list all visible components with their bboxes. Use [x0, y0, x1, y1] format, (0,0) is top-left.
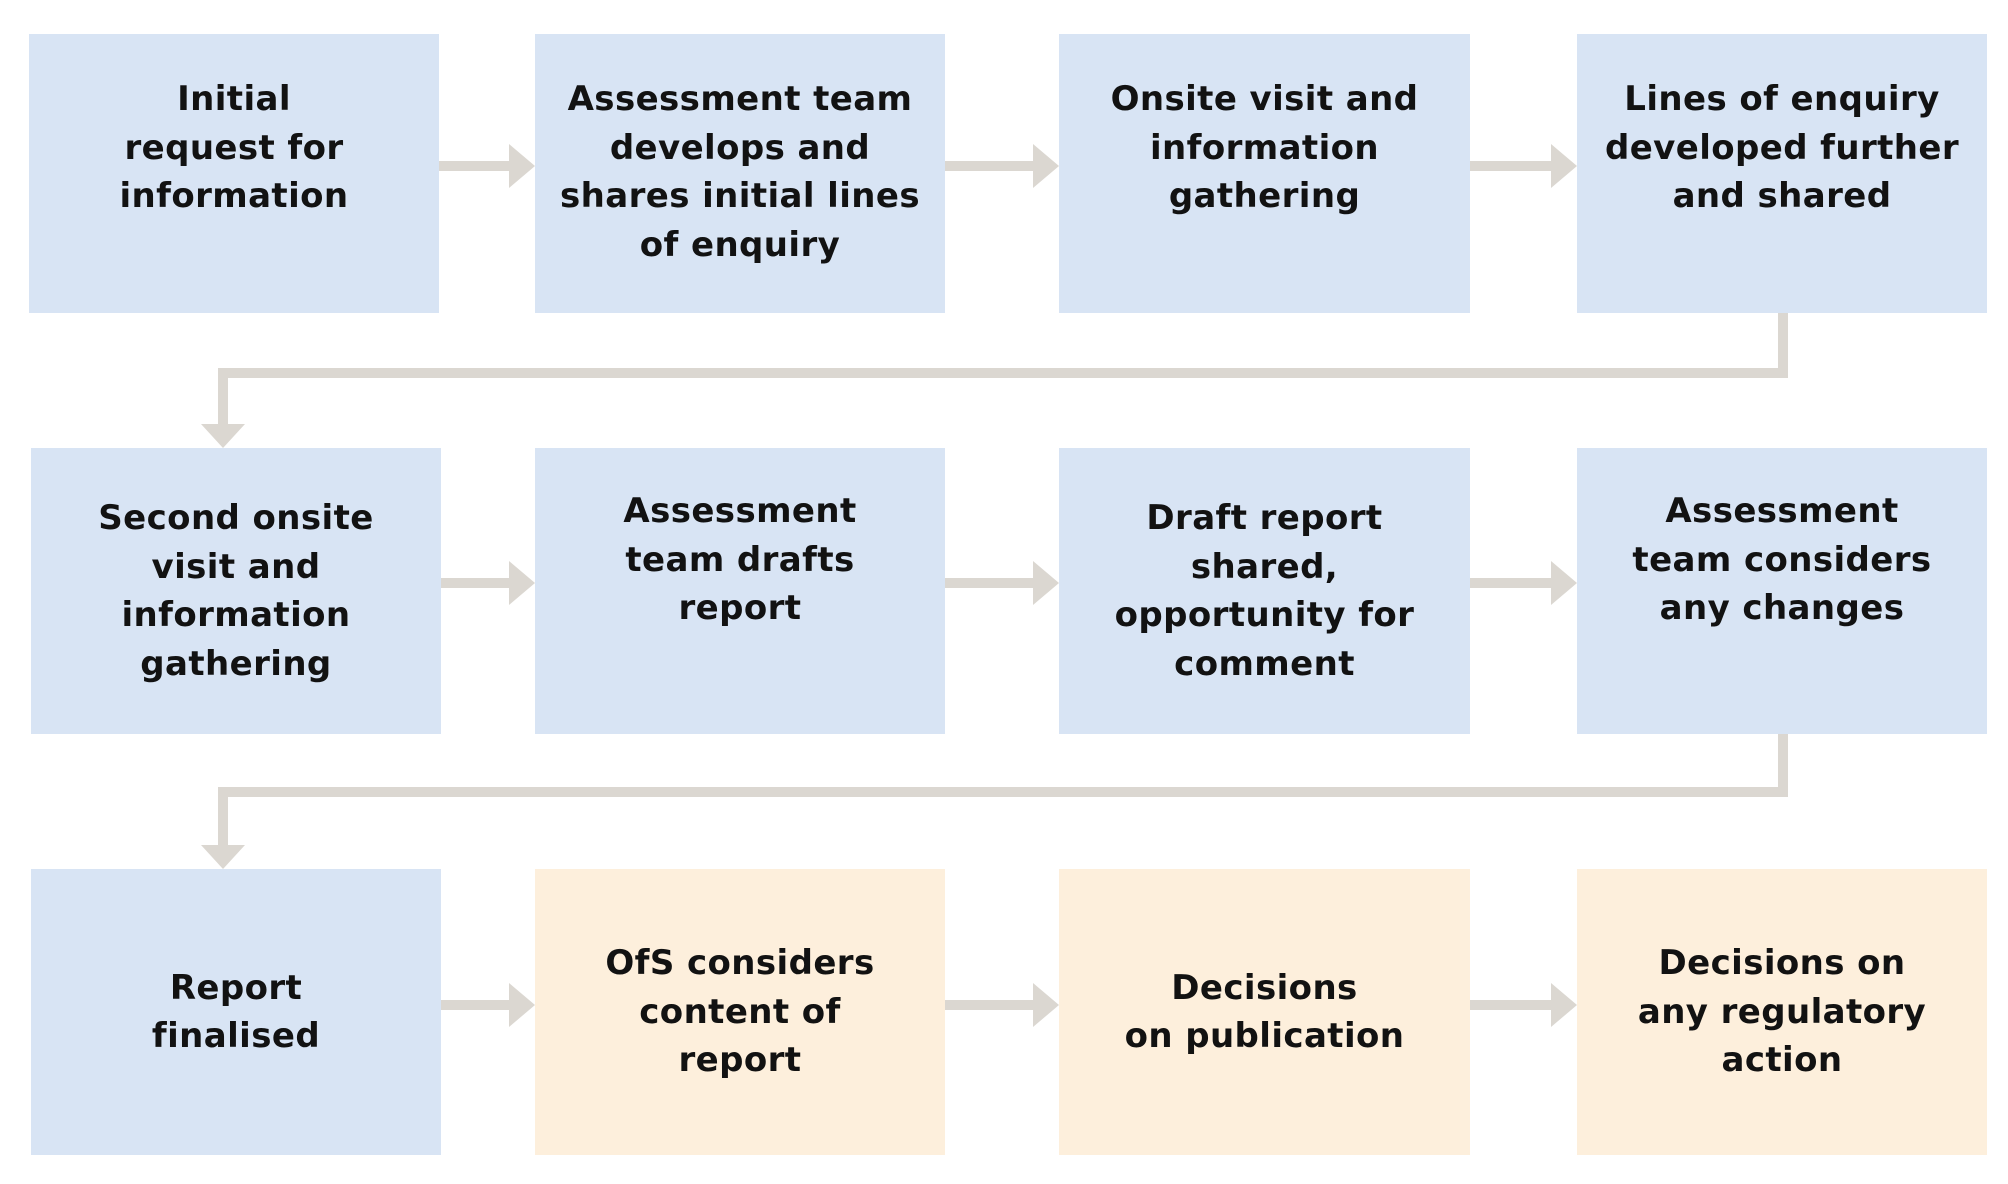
arrow-step-5-to-6-head — [509, 561, 535, 605]
arrow-step-6-to-7-head — [1033, 561, 1059, 605]
arrow-step-9-to-10-head — [509, 983, 535, 1027]
arrow-step-2-to-3-head — [1033, 144, 1059, 188]
arrow-step-10-to-11-head — [1033, 983, 1059, 1027]
arrow-step-4-to-5-head — [201, 424, 245, 448]
arrow-step-8-to-9-head — [201, 845, 245, 869]
arrow-step-11-to-12-head — [1551, 983, 1577, 1027]
arrow-step-8-to-9-shaft — [218, 734, 1788, 849]
arrow-step-4-to-5-shaft — [218, 313, 1788, 428]
arrow-step-7-to-8-head — [1551, 561, 1577, 605]
arrow-step-3-to-4-head — [1551, 144, 1577, 188]
arrow-step-1-to-2-head — [509, 144, 535, 188]
